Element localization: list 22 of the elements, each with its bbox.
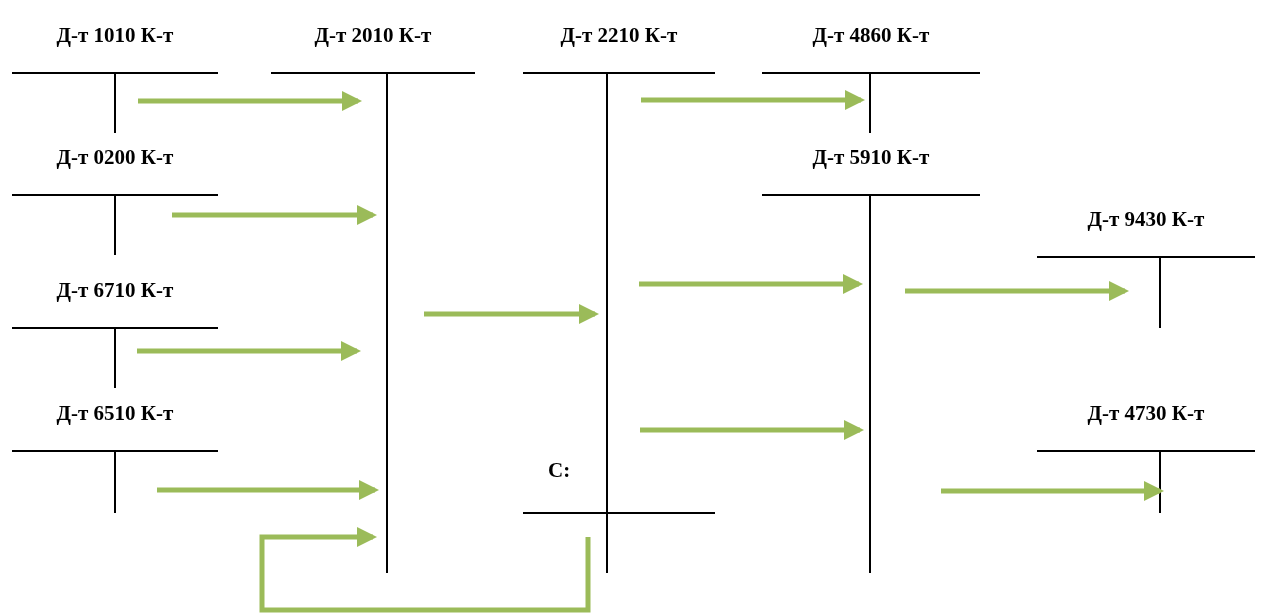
account-heading: Д-т 1010 К-т — [55, 22, 175, 49]
account-heading: Д-т 4730 К-т — [1086, 400, 1206, 427]
arrow — [157, 480, 379, 500]
account-heading: Д-т 5910 К-т — [811, 144, 931, 171]
arrow — [259, 527, 591, 613]
arrow — [137, 341, 361, 361]
arrow — [639, 274, 863, 294]
account-heading: Д-т 6510 К-т — [55, 400, 175, 427]
account-heading: Д-т 9430 К-т — [1086, 206, 1206, 233]
account-heading: Д-т 2210 К-т — [559, 22, 679, 49]
account-heading: Д-т 2010 К-т — [313, 22, 433, 49]
arrow — [424, 304, 599, 324]
arrow — [641, 90, 865, 110]
arrow — [172, 205, 377, 225]
account-heading: Д-т 0200 К-т — [55, 144, 175, 171]
balance-label: С: — [548, 457, 571, 484]
arrow — [941, 481, 1164, 501]
arrow — [905, 281, 1129, 301]
arrow — [138, 91, 362, 111]
account-heading: Д-т 6710 К-т — [55, 277, 175, 304]
account-heading: Д-т 4860 К-т — [811, 22, 931, 49]
arrow — [640, 420, 864, 440]
